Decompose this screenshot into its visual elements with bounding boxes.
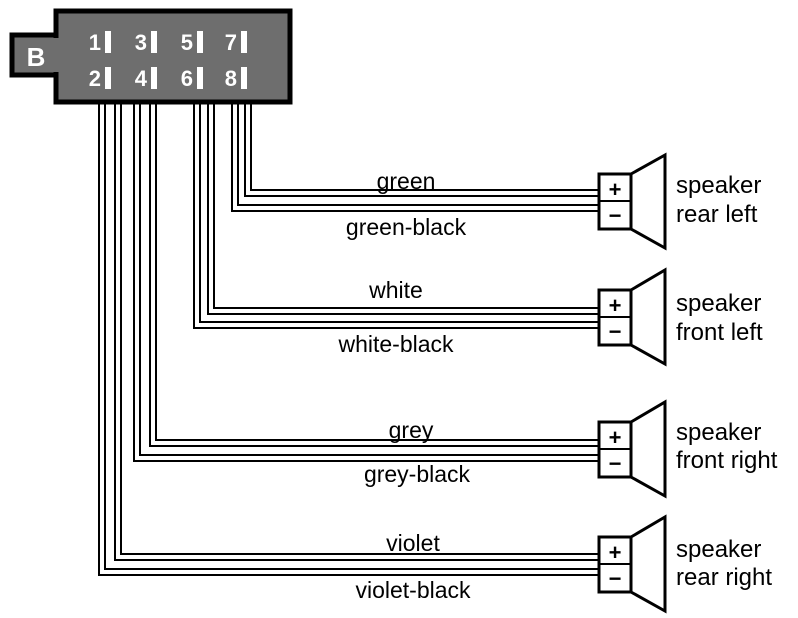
- speaker-label-line2: rear right: [676, 564, 772, 591]
- connector-letter: B: [27, 42, 46, 72]
- minus-sign: −: [609, 566, 622, 591]
- speaker-label-line2: front right: [676, 447, 778, 474]
- speaker-cone-icon: [629, 267, 667, 367]
- connector-body: [53, 8, 293, 105]
- pin-7: [241, 31, 247, 53]
- speaker-cone-icon: [629, 152, 667, 251]
- pin-4: [151, 67, 157, 89]
- wire-grey-outline: [149, 100, 600, 447]
- speaker-cone-icon: [629, 399, 667, 499]
- wire-pair-front-right: [133, 100, 600, 462]
- speaker-front-left: white white-black + − speaker front left: [337, 267, 763, 367]
- pin-7-label: 7: [225, 30, 237, 55]
- speaker-label-line2: front left: [676, 319, 763, 346]
- pin-8: [241, 67, 247, 89]
- minus-sign: −: [609, 319, 622, 344]
- wire-violet: [116, 100, 600, 559]
- connector-tab-fill: [52, 38, 62, 72]
- minus-sign: −: [609, 451, 622, 476]
- wire-white: [209, 100, 600, 313]
- wire-label-white: white: [368, 277, 423, 303]
- pin-4-label: 4: [135, 66, 148, 91]
- minus-sign: −: [609, 203, 622, 228]
- wire-green: [246, 100, 600, 195]
- wires: [98, 100, 600, 576]
- pin-2-label: 2: [89, 66, 101, 91]
- plus-sign: +: [609, 425, 622, 450]
- speaker-rear-left: green green-black + − speaker rear left: [346, 152, 761, 251]
- wire-pair-rear-left: [231, 100, 600, 212]
- wire-label-green: green: [377, 168, 436, 194]
- connector-b: B 1 3 5 7 2 4 6 8: [9, 8, 293, 105]
- wire-violet-black: [100, 100, 600, 574]
- wire-label-grey: grey: [389, 417, 434, 443]
- speaker-label-line1: speaker: [676, 536, 761, 563]
- wire-grey-black: [135, 100, 600, 460]
- speaker-label-line1: speaker: [676, 172, 761, 199]
- pin-3-label: 3: [135, 30, 147, 55]
- wire-white-black: [195, 100, 600, 327]
- wire-label-violet: violet: [386, 530, 440, 556]
- pin-5: [197, 31, 203, 53]
- plus-sign: +: [609, 177, 622, 202]
- wire-green-black: [233, 100, 600, 210]
- speaker-front-right: grey grey-black + − speaker front right: [364, 399, 778, 499]
- pin-6-label: 6: [181, 66, 193, 91]
- wire-label-grey-black: grey-black: [364, 461, 471, 487]
- pin-1-label: 1: [89, 30, 101, 55]
- wire-grey: [151, 100, 600, 445]
- pin-6: [197, 67, 203, 89]
- speaker-label-line1: speaker: [676, 290, 761, 317]
- wire-pair-front-left: [193, 100, 600, 329]
- pin-3: [151, 31, 157, 53]
- speaker-cone-icon: [629, 514, 667, 614]
- pin-2: [105, 67, 111, 89]
- pin-5-label: 5: [181, 30, 193, 55]
- plus-sign: +: [609, 293, 622, 318]
- pin-1: [105, 31, 111, 53]
- speaker-label-line2: rear left: [676, 201, 758, 228]
- speaker-rear-right: violet violet-black + − speaker rear rig…: [355, 514, 772, 614]
- wire-label-violet-black: violet-black: [355, 577, 471, 603]
- pin-8-label: 8: [225, 66, 237, 91]
- wire-pair-rear-right: [98, 100, 600, 576]
- plus-sign: +: [609, 540, 622, 565]
- wire-label-green-black: green-black: [346, 214, 467, 240]
- speaker-label-line1: speaker: [676, 419, 761, 446]
- wire-label-white-black: white-black: [337, 331, 454, 357]
